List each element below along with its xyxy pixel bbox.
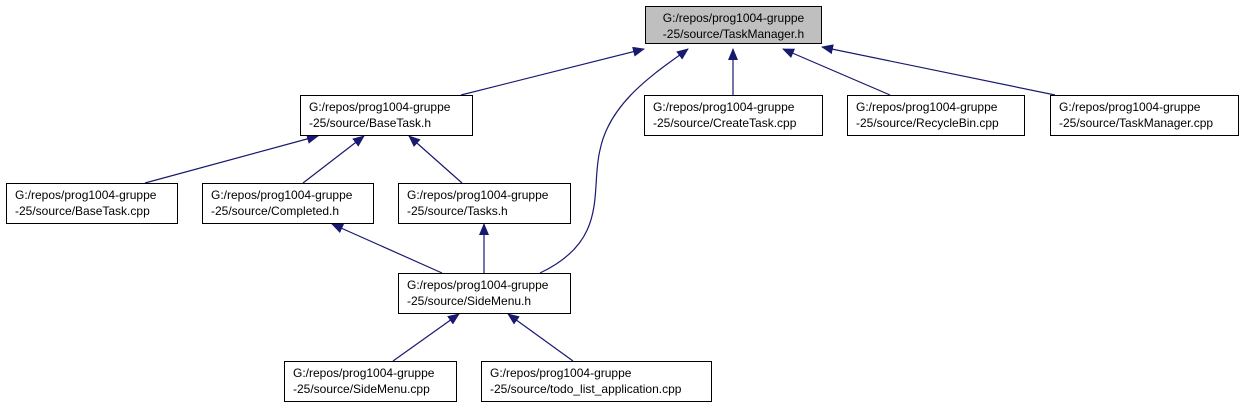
edge-basetask-to-taskmanager [460,46,645,96]
node-basetask-cpp[interactable]: G:/repos/prog1004-gruppe -25/source/Base… [6,183,178,224]
edge-todo-to-sidemenu [507,313,574,362]
edge-tasks-to-basetask [408,135,463,184]
node-completed-h[interactable]: G:/repos/prog1004-gruppe -25/source/Comp… [202,183,374,224]
edge-basetaskcpp-to-basetask [144,134,319,184]
edge-sidemenucpp-to-sidemenu [392,313,460,362]
edge-recyclebin-to-taskmanager [782,48,891,96]
edge-sidemenu-to-completed [331,223,443,274]
node-basetask-h[interactable]: G:/repos/prog1004-gruppe -25/source/Base… [300,95,473,136]
node-todo-list-application-cpp[interactable]: G:/repos/prog1004-gruppe -25/source/todo… [481,361,712,402]
node-createtask-cpp[interactable]: G:/repos/prog1004-gruppe -25/source/Crea… [644,95,823,136]
node-sidemenu-cpp[interactable]: G:/repos/prog1004-gruppe -25/source/Side… [284,361,457,402]
edge-taskmanagercpp-to-taskmanager [821,44,1056,96]
node-tasks-h[interactable]: G:/repos/prog1004-gruppe -25/source/Task… [398,183,571,224]
edge-sidemenu-to-taskmanager [539,48,689,274]
node-recyclebin-cpp[interactable]: G:/repos/prog1004-gruppe -25/source/Recy… [847,95,1025,136]
node-taskmanager-h: G:/repos/prog1004-gruppe -25/source/Task… [645,6,822,44]
node-taskmanager-cpp[interactable]: G:/repos/prog1004-gruppe -25/source/Task… [1050,95,1239,136]
edge-completed-to-basetask [302,135,365,184]
node-sidemenu-h[interactable]: G:/repos/prog1004-gruppe -25/source/Side… [398,273,571,314]
